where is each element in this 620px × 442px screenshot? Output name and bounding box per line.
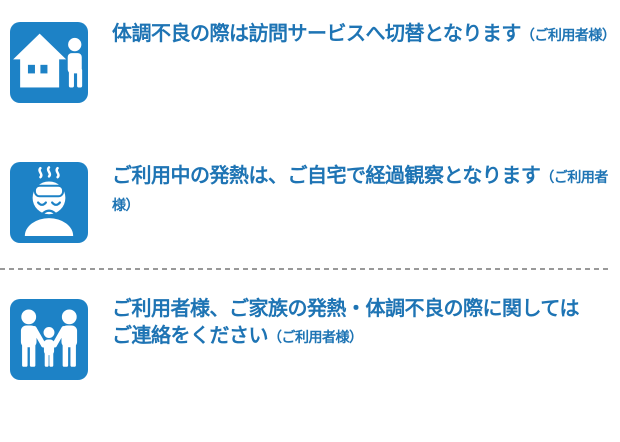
notice-note: （ご利用者様） <box>112 169 608 213</box>
dashed-divider <box>0 268 608 270</box>
notice-row-visit-switch: 体調不良の際は訪問サービスへ切替となります（ご利用者様） <box>112 21 616 49</box>
notice-row-home-observation: ご利用中の発熱は、ご自宅で経過観察となります（ご利用者様） <box>112 163 620 219</box>
notice-text: ご利用者様、ご家族の発熱・体調不良の際に関しては ご連絡をください <box>112 298 580 347</box>
notice-note: （ご利用者様） <box>268 329 363 345</box>
notice-text: ご利用中の発熱は、ご自宅で経過観察となります <box>112 165 541 187</box>
family-icon <box>10 299 88 380</box>
notice-text: 体調不良の際は訪問サービスへ切替となります <box>112 23 521 45</box>
fever-person-icon <box>10 162 88 243</box>
home-visit-icon <box>10 22 88 103</box>
notice-row-contact-request: ご利用者様、ご家族の発熱・体調不良の際に関しては ご連絡をください（ご利用者様） <box>112 296 580 351</box>
notice-note: （ご利用者様） <box>520 27 616 43</box>
